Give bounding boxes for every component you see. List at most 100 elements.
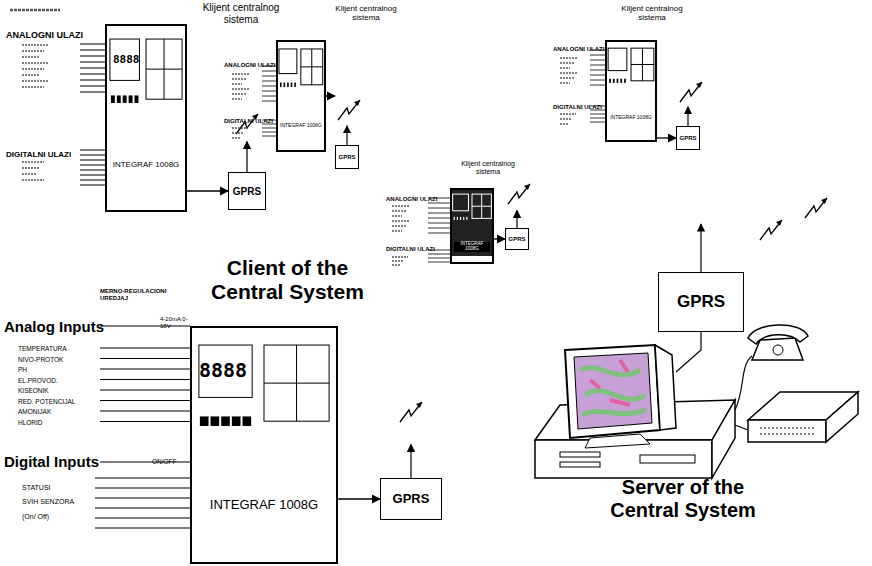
sensor-name: EL.PROVOD. (18, 377, 58, 384)
device-box: INTEGRAF 1008G (276, 40, 326, 152)
sensor-list (560, 114, 576, 124)
printer (748, 392, 858, 442)
server-title: Server of the Central System (588, 476, 778, 522)
server-computer (535, 345, 735, 478)
status-label: STATUSI (22, 484, 51, 492)
display-digits: 8888 (199, 359, 247, 382)
gprs-modem-box: GPRS (658, 272, 744, 332)
input-group-label: DIGITALNI ULAZI (6, 150, 71, 159)
cable (676, 332, 752, 430)
computer-case-side (712, 400, 735, 478)
monitor-screen (574, 353, 652, 429)
gprs-modem-box: GPRS (380, 478, 442, 520)
gprs-label: GPRS (679, 135, 696, 142)
input-wire (80, 44, 105, 92)
gprs-modem-box: GPRS (335, 145, 359, 169)
client-heading: Klijent centralnog sistema (186, 2, 296, 25)
device-face (608, 48, 654, 83)
device-face (279, 49, 323, 87)
sensor-name: AMONIJAK (18, 408, 51, 415)
drive-slot (560, 462, 600, 467)
device-name: INTEGRAF 1008G (210, 498, 318, 512)
sensor-list (392, 257, 408, 265)
device-name: INTEGRAF 1008G (280, 123, 322, 129)
sensor-name: TEMPERATURA (18, 345, 67, 352)
client-heading: Klijent centralnog sistema (452, 160, 524, 176)
antenna-stalk (246, 142, 247, 172)
input-wire (100, 326, 190, 327)
gprs-label: GPRS (508, 236, 525, 243)
gprs-label: GPRS (233, 186, 261, 197)
input-group-label: ANALOGNI ULAZI (6, 30, 83, 40)
screen-map (590, 360, 630, 405)
device-name: INTEGRAF 1008G (113, 161, 180, 170)
sensor-name: KISEONIK (18, 387, 49, 394)
input-wire (95, 478, 190, 528)
input-wire (428, 198, 450, 233)
input-group-label: ANALOGNI ULAZI (553, 46, 604, 53)
sensor-name: NIVO-PROTOK (18, 356, 63, 363)
device-box: INTEGRAF 1008G (105, 24, 187, 212)
input-group-title: Analog Inputs (4, 318, 104, 335)
antenna-stalk (687, 107, 688, 126)
sensor-list (22, 162, 44, 180)
input-wire (100, 348, 190, 422)
device-face (110, 39, 182, 103)
device-box: INTEGRAF 1008G (450, 188, 494, 264)
antenna-stalk (700, 224, 701, 272)
sensor-list (232, 128, 248, 138)
device-name: INTEGRAF 1008G (610, 115, 652, 121)
device-name: INTEGRAF 1008G (454, 242, 490, 252)
sensor-list (22, 45, 48, 87)
input-group-title: Digital Inputs (4, 453, 99, 470)
gprs-modem-box: GPRS (228, 172, 266, 210)
antenna-stalk (516, 210, 517, 228)
device-face (199, 345, 329, 426)
signal-arrow (338, 498, 380, 499)
antenna-stalk (410, 444, 411, 478)
sensor-list (560, 58, 578, 83)
input-wire (262, 66, 276, 101)
gprs-label: GPRS (393, 492, 430, 506)
drive-slot (640, 455, 695, 463)
signal-range: 4-20mA 0-10V (160, 316, 188, 330)
telephone (748, 325, 808, 360)
signal-arrow (657, 137, 676, 138)
status-label: (On/ Off) (22, 513, 49, 521)
sensor-name: HLORID (18, 419, 43, 426)
input-wire (590, 50, 605, 85)
monitor (565, 345, 660, 438)
device-face (450, 188, 494, 256)
status-label: SVIH SENZORA (22, 498, 74, 506)
client-heading: Klijent centralnog sistema (612, 4, 692, 22)
device-caption: MERNO-REGULACIONI UREDJAJ (100, 288, 180, 302)
signal-arrow (494, 238, 505, 239)
gprs-label: GPRS (338, 154, 355, 161)
input-group-label: ANALOGNI ULAZI (224, 62, 275, 69)
sensor-list (232, 74, 250, 99)
drive-slot (560, 452, 600, 457)
client-title: Client of the Central System (200, 256, 375, 304)
input-group-label: DIGITALNI ULAZI (386, 246, 435, 253)
input-group-label: ANALOGNI ULAZI (386, 196, 437, 203)
signal-range: ON/OFF (152, 458, 177, 465)
monitor-side (655, 345, 676, 430)
screen-map (580, 368, 646, 415)
sensor-name: PH (18, 366, 27, 373)
antenna-stalk (346, 126, 347, 145)
input-group-label: DIGITALNI ULAZI (224, 118, 273, 125)
client-heading: Klijent centralnog sistema (326, 4, 406, 22)
input-group-label: DIGITALNI ULAZI (553, 104, 602, 111)
sensor-list (392, 206, 410, 231)
signal-arrow (326, 95, 335, 96)
signal-arrow (187, 190, 228, 191)
gprs-label: GPRS (677, 293, 725, 312)
display-digits: 8888 (113, 54, 140, 67)
gprs-modem-box: GPRS (676, 126, 700, 150)
header-text (10, 10, 60, 11)
sensor-name: RED. POTENCIJAL (18, 398, 75, 405)
device-box: INTEGRAF 1008G (605, 40, 657, 142)
monitor-stand (585, 434, 650, 448)
gprs-modem-box: GPRS (505, 228, 529, 250)
input-wire (80, 150, 105, 185)
